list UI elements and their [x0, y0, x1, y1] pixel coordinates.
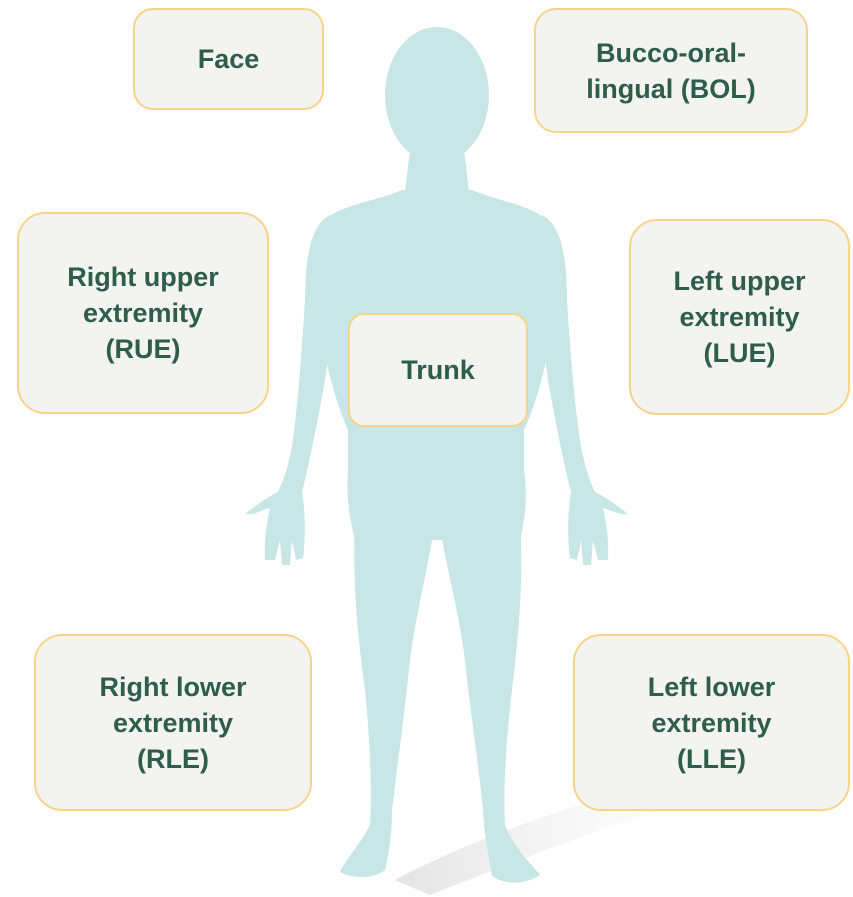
rle-label: Right lower extremity (RLE) — [100, 669, 247, 777]
trunk-label: Trunk — [401, 352, 475, 388]
rle-region-box[interactable]: Right lower extremity (RLE) — [34, 634, 312, 811]
rue-label: Right upper extremity (RUE) — [67, 259, 218, 367]
lue-region-box[interactable]: Left upper extremity (LUE) — [629, 219, 850, 415]
bol-label: Bucco-oral- lingual (BOL) — [586, 35, 755, 107]
face-label: Face — [198, 41, 260, 77]
lle-region-box[interactable]: Left lower extremity (LLE) — [573, 634, 850, 811]
bol-region-box[interactable]: Bucco-oral- lingual (BOL) — [534, 8, 808, 133]
lle-label: Left lower extremity (LLE) — [648, 669, 776, 777]
lue-label: Left upper extremity (LUE) — [674, 263, 806, 371]
rue-region-box[interactable]: Right upper extremity (RUE) — [17, 212, 269, 414]
trunk-region-box[interactable]: Trunk — [348, 313, 528, 427]
face-region-box[interactable]: Face — [133, 8, 324, 110]
